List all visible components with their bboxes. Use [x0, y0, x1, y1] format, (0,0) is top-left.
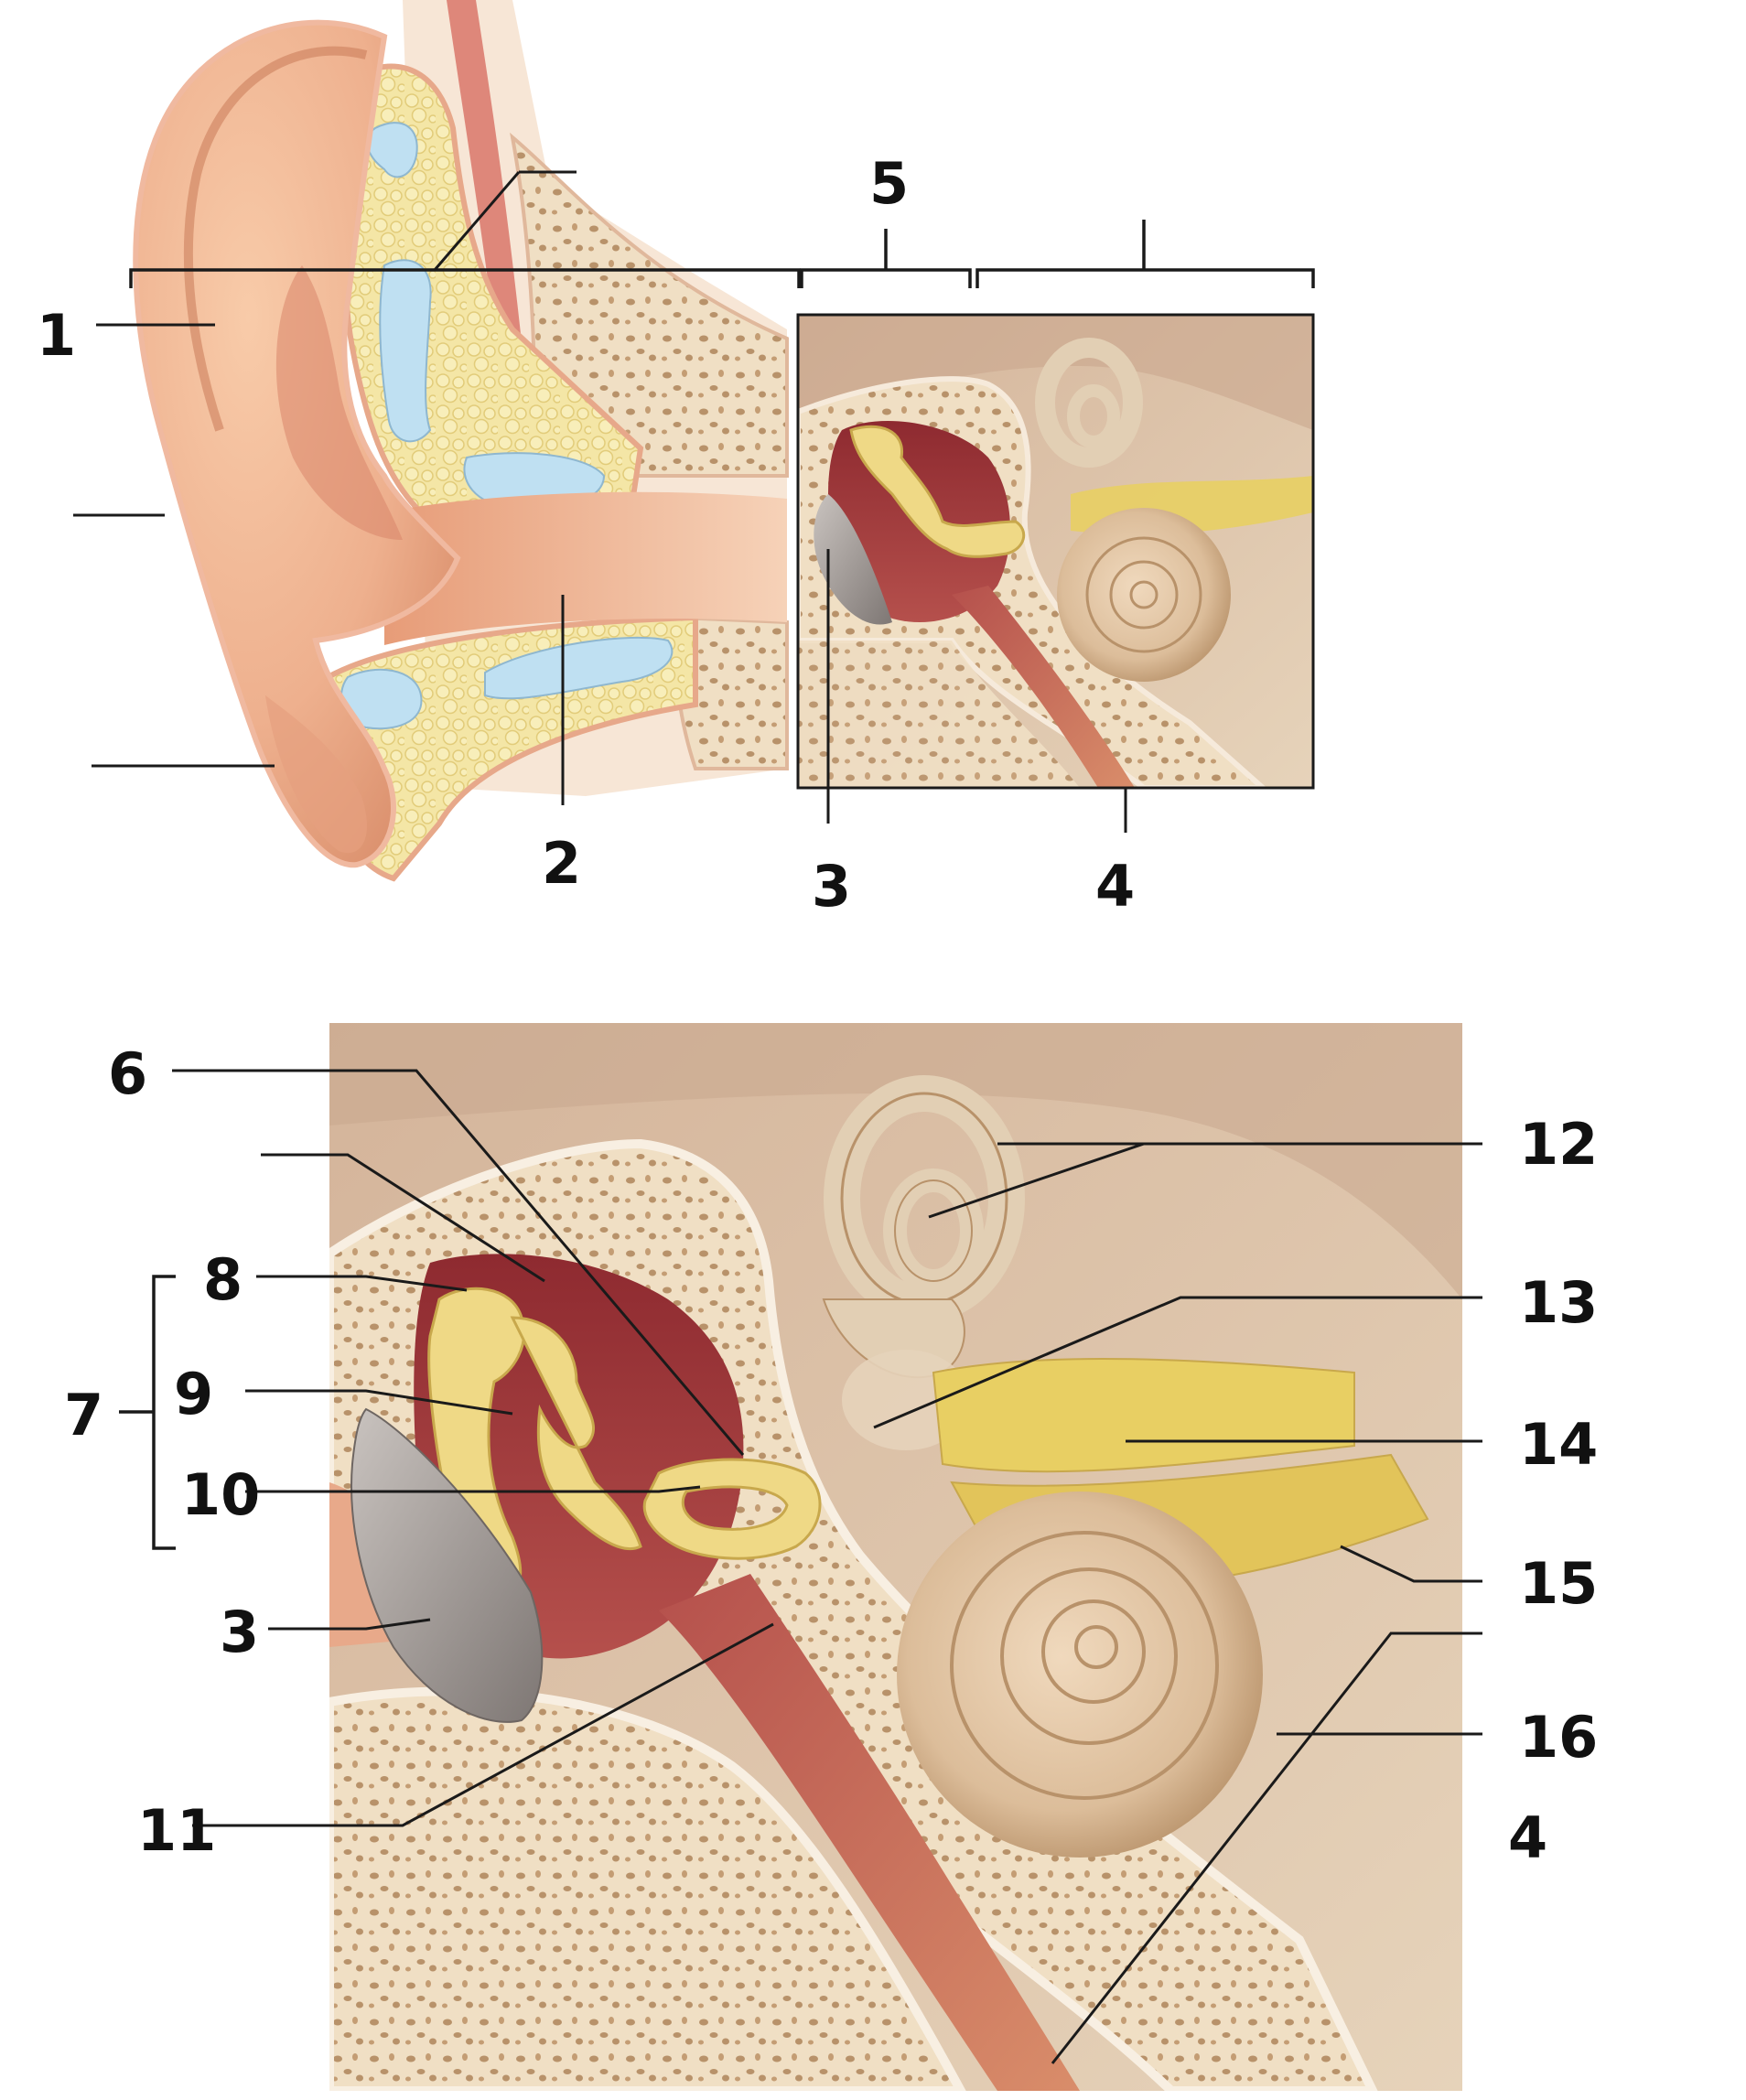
middle-inner-ear-inset	[798, 315, 1313, 788]
label-16: 16	[1519, 1704, 1598, 1771]
cartilage-plate	[379, 259, 432, 443]
label-12: 12	[1519, 1111, 1598, 1178]
stapes	[642, 1458, 822, 1560]
label-6: 6	[108, 1040, 147, 1107]
tympanic-membrane	[350, 1407, 544, 1723]
bracket-external-ear	[129, 268, 801, 288]
cartilage-plate	[484, 636, 674, 700]
label-1: 1	[37, 302, 76, 369]
bracket-middle-ear	[800, 229, 972, 288]
inset-cochlea	[1057, 508, 1231, 682]
label-5: 5	[869, 150, 909, 217]
incus	[510, 1316, 642, 1551]
concha	[275, 265, 403, 540]
label-14: 14	[1519, 1411, 1598, 1478]
label-2: 2	[542, 830, 581, 897]
label-9: 9	[174, 1361, 213, 1427]
label-4: 4	[1095, 853, 1135, 920]
cochlea-structure	[897, 1492, 1263, 1858]
helix-fold	[183, 46, 368, 432]
bottom-figure: 6 7 8 9 10 3 11 12 13 14 15 16 4	[64, 1023, 1598, 2091]
label-7: 7	[64, 1382, 103, 1448]
leader-line	[433, 171, 521, 271]
leader-lines	[172, 1069, 1482, 2064]
label-13: 13	[1519, 1269, 1598, 1336]
label-15: 15	[1519, 1550, 1598, 1617]
label-3b: 3	[220, 1599, 259, 1665]
auditory-tube	[659, 1574, 1080, 2091]
bracket-ossicles	[119, 1275, 176, 1550]
label-11: 11	[137, 1797, 216, 1864]
earlobe	[265, 695, 367, 854]
label-10: 10	[181, 1461, 260, 1528]
bracket-inner-ear	[975, 220, 1315, 288]
inset-auditory-tube	[952, 586, 1135, 788]
label-3: 3	[812, 853, 851, 920]
vestibular-nerve	[932, 1358, 1355, 1473]
inset-semicircular-canal	[1035, 338, 1143, 468]
label-4b: 4	[1508, 1804, 1547, 1871]
top-figure: 1 2 3 4 5	[37, 0, 1315, 920]
inset-frame	[796, 313, 1315, 790]
label-8: 8	[203, 1246, 242, 1313]
external-auditory-canal	[384, 491, 787, 645]
inset-tympanic-membrane	[814, 494, 892, 625]
inset-ossicles	[849, 425, 1026, 558]
